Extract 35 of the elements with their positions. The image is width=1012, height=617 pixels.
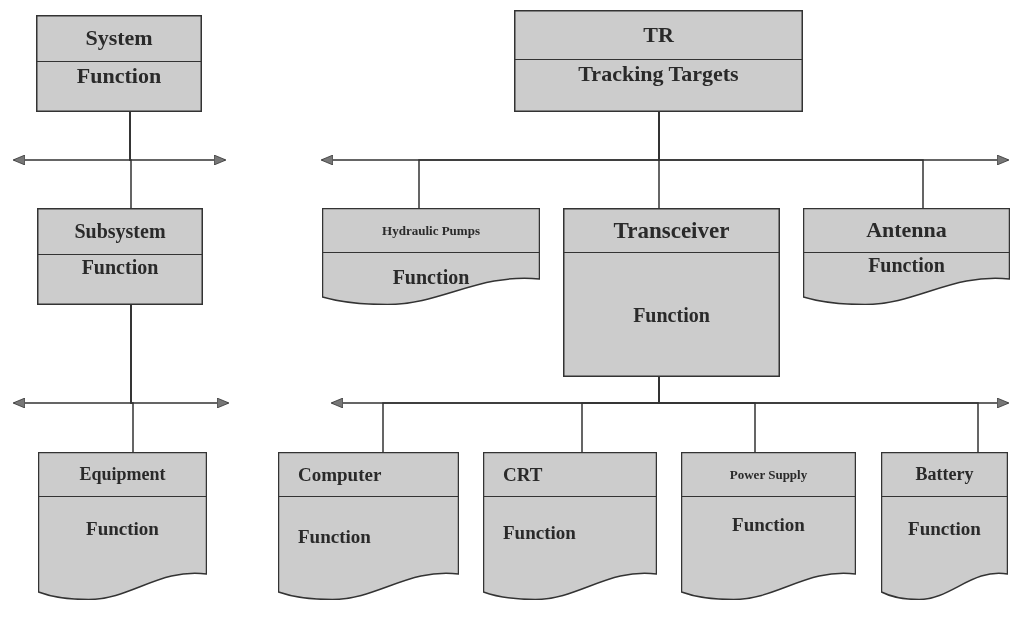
process-box	[36, 15, 202, 112]
box-heading: System	[85, 27, 153, 49]
box-heading: Antenna	[866, 219, 947, 241]
box-heading: Battery	[915, 465, 974, 483]
document-box	[38, 452, 207, 600]
box-text: Function	[76, 62, 162, 90]
document-box	[681, 452, 856, 600]
box-text: Function	[908, 517, 981, 541]
box-heading: Equipment	[79, 465, 166, 483]
box-text: Function	[86, 517, 159, 541]
box-heading: Subsystem	[74, 221, 166, 241]
process-box	[37, 208, 203, 305]
box-heading: Hydraulic Pumps	[382, 223, 480, 237]
box-heading: CRT	[503, 464, 543, 484]
box-heading: Power Supply	[729, 467, 808, 481]
arrow	[129, 111, 227, 166]
document-box	[322, 208, 540, 305]
box-text: Function	[732, 513, 805, 537]
box-heading: TR	[643, 23, 674, 46]
document-box	[278, 452, 459, 600]
box-text: Function	[81, 255, 159, 280]
process-box	[563, 208, 780, 377]
document-box	[483, 452, 657, 600]
document-box	[881, 452, 1008, 600]
box-heading: Transceiver	[613, 218, 730, 242]
box-text: Function	[868, 253, 945, 278]
box-text: Function	[392, 265, 470, 290]
box-text: Function	[503, 521, 576, 545]
document-box	[803, 208, 1010, 305]
box-text: Function	[633, 302, 710, 328]
box-text: Function	[298, 525, 371, 549]
box-heading: Computer	[298, 464, 382, 484]
process-box	[514, 10, 803, 112]
box-text: Tracking Targets	[578, 60, 739, 88]
arrow	[130, 304, 230, 409]
